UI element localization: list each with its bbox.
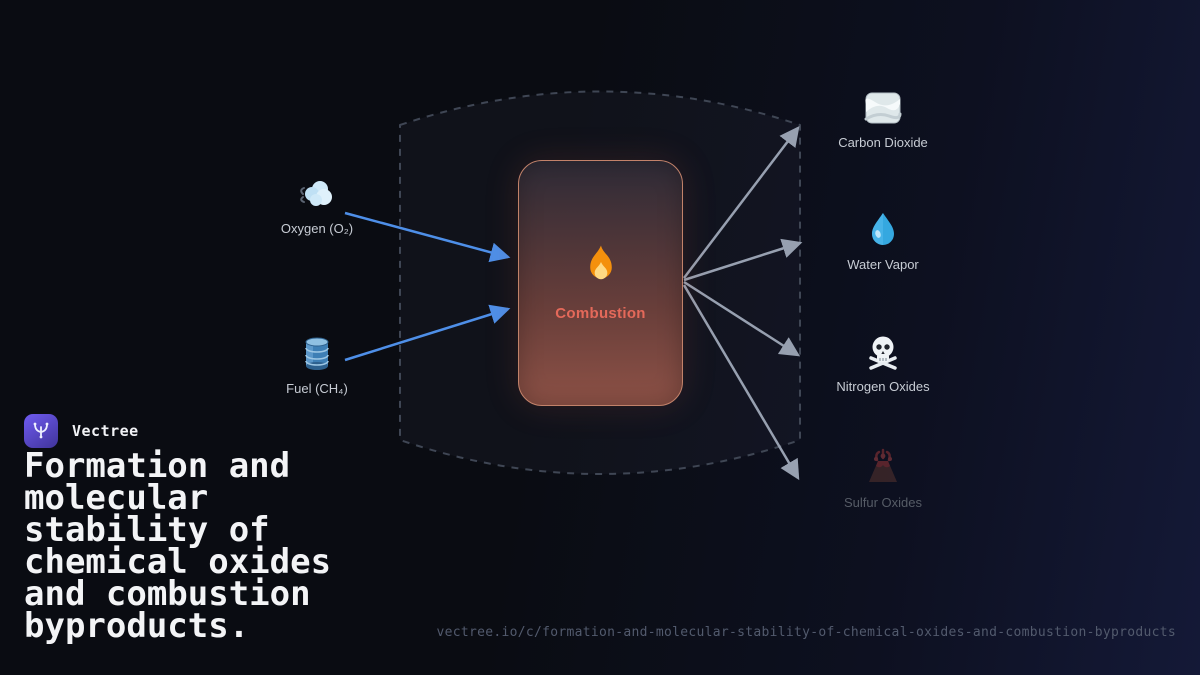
arrow-combustion-to-nox: [683, 280, 801, 357]
brand-name: Vectree: [72, 422, 139, 440]
node-label-oxygen: Oxygen (O₂): [280, 221, 354, 236]
node-label-carbon-dioxide: Carbon Dioxide: [838, 135, 928, 150]
output-node-nitrogen-oxides[interactable]: Nitrogen Oxides: [808, 332, 958, 394]
volcano-icon: [863, 448, 903, 488]
brand-row: Vectree: [24, 414, 139, 448]
output-node-sulfur-oxides[interactable]: Sulfur Oxides: [808, 448, 958, 510]
droplet-icon: [863, 210, 903, 250]
input-node-oxygen[interactable]: Oxygen (O₂): [242, 174, 392, 236]
node-label-sulfur-oxides: Sulfur Oxides: [843, 495, 923, 510]
node-label-nitrogen-oxides: Nitrogen Oxides: [836, 379, 930, 394]
arrow-combustion-to-co2: [683, 126, 800, 279]
skull-icon: [863, 332, 903, 372]
oil-drum-icon: [297, 334, 337, 374]
combustion-label: Combustion: [555, 305, 646, 322]
page-title: Formation and molecular stability of che…: [24, 446, 332, 646]
footer-url[interactable]: vectree.io/c/formation-and-molecular-sta…: [436, 625, 1176, 640]
input-node-fuel[interactable]: Fuel (CH₄): [242, 334, 392, 396]
fog-icon: [863, 88, 903, 128]
arrow-combustion-to-sox: [682, 284, 800, 481]
wind-icon: [297, 174, 337, 214]
fire-icon: [578, 244, 624, 295]
vectree-logo-icon: [24, 414, 58, 448]
node-label-fuel: Fuel (CH₄): [286, 381, 348, 396]
node-label-water-vapor: Water Vapor: [847, 257, 919, 272]
output-node-water-vapor[interactable]: Water Vapor: [808, 210, 958, 272]
output-node-carbon-dioxide[interactable]: Carbon Dioxide: [808, 88, 958, 150]
arrow-combustion-to-water: [683, 238, 803, 282]
combustion-node[interactable]: Combustion: [518, 160, 683, 406]
